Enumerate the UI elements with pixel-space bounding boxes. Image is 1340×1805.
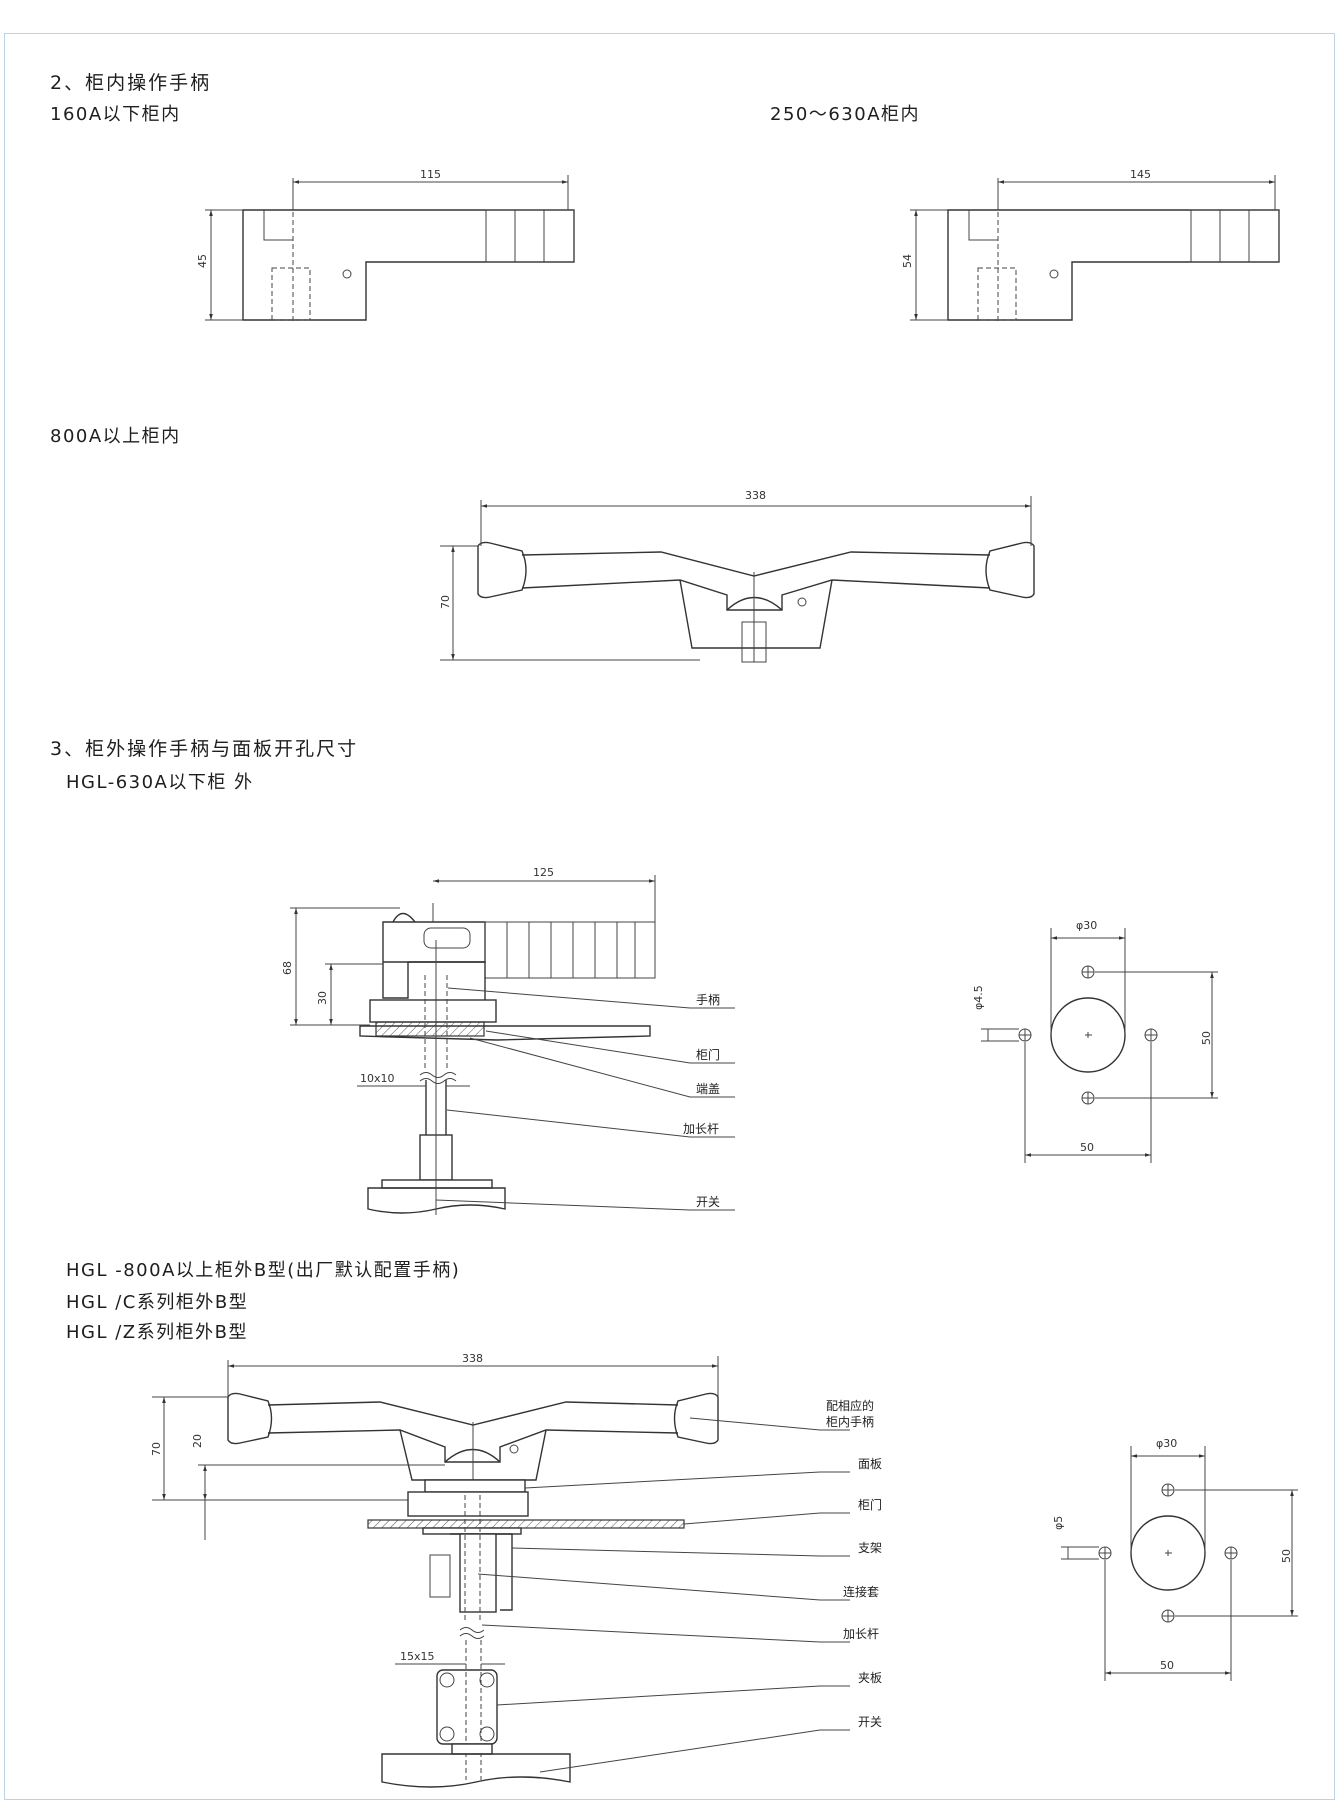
callout-coupling-800: 连接套 <box>843 1584 879 1599</box>
section-2-title: 2、柜内操作手柄 <box>50 72 212 94</box>
callout-clamp-plate-800: 夹板 <box>858 1671 882 1685</box>
dim-70-a: 70 <box>439 595 452 609</box>
page-frame <box>4 33 1335 1800</box>
dim-50-b-vertical: 50 <box>1280 1549 1293 1563</box>
dim-54: 54 <box>901 254 914 268</box>
panel-cutout-630a: φ30 50 50 φ4.5 <box>972 919 1218 1163</box>
handle-160a-label: 160A以下柜内 <box>50 104 181 125</box>
hgl-800a-label-1: HGL -800A以上柜外B型(出厂默认配置手柄) <box>66 1260 461 1281</box>
callout-door-630: 柜门 <box>696 1047 720 1062</box>
panel-cutout-800a: φ30 50 50 φ5 <box>1052 1437 1298 1681</box>
dim-50-a-horizontal: 50 <box>1080 1141 1094 1154</box>
callout-bracket-800: 支架 <box>858 1541 882 1555</box>
callout-handle-630: 手柄 <box>696 993 720 1007</box>
dim-phi4-5: φ4.5 <box>972 985 985 1010</box>
hgl-800a-drawing: 338 70 20 15x15 配相应的 柜内手柄 面板 柜门 支架 连接套 加… <box>150 1352 882 1788</box>
hgl-800a-label-2: HGL /C系列柜外B型 <box>66 1292 249 1313</box>
callout-extension-rod-630: 加长杆 <box>683 1122 719 1136</box>
dim-338-b: 338 <box>462 1352 483 1365</box>
callout-matching-handle-1: 配相应的 <box>826 1398 874 1413</box>
dim-68: 68 <box>281 961 294 975</box>
dim-145: 145 <box>1130 168 1151 181</box>
handle-800a-drawing: 338 70 <box>439 489 1035 663</box>
hgl-800a-label-3: HGL /Z系列柜外B型 <box>66 1322 248 1343</box>
handle-160a-drawing: 115 45 <box>196 168 575 322</box>
dim-15x15: 15x15 <box>400 1650 435 1663</box>
callout-switch-630: 开关 <box>696 1195 720 1209</box>
callout-extension-rod-800: 加长杆 <box>843 1627 879 1641</box>
handle-800a-label: 800A以上柜内 <box>50 426 181 447</box>
callout-matching-handle-2: 柜内手柄 <box>826 1415 874 1429</box>
dim-115: 115 <box>420 168 441 181</box>
handle-250-630a-drawing: 145 54 <box>901 168 1280 322</box>
section-3-title: 3、柜外操作手柄与面板开孔尺寸 <box>50 738 359 760</box>
dim-50-b-horizontal: 50 <box>1160 1659 1174 1672</box>
callout-endcap-630: 端盖 <box>696 1082 720 1096</box>
hgl-630a-drawing: 125 68 30 10x10 手柄 柜门 端盖 加长杆 开关 <box>281 866 735 1215</box>
handle-250-630a-label: 250～630A柜内 <box>770 104 921 125</box>
dim-50-a-vertical: 50 <box>1200 1031 1213 1045</box>
dim-338-a: 338 <box>745 489 766 502</box>
dim-45: 45 <box>196 254 209 268</box>
dim-70-b: 70 <box>150 1442 163 1456</box>
callout-switch-800: 开关 <box>858 1715 882 1729</box>
callout-door-800: 柜门 <box>858 1497 882 1512</box>
dim-30: 30 <box>316 991 329 1005</box>
hgl-630a-label: HGL-630A以下柜 外 <box>66 772 254 793</box>
dim-phi30-a: φ30 <box>1076 919 1097 932</box>
dim-phi5: φ5 <box>1052 1516 1065 1530</box>
dim-10x10: 10x10 <box>360 1072 395 1085</box>
callout-panel-800: 面板 <box>858 1457 882 1471</box>
dim-phi30-b: φ30 <box>1156 1437 1177 1450</box>
dim-125: 125 <box>533 866 554 879</box>
dim-20: 20 <box>191 1434 204 1448</box>
